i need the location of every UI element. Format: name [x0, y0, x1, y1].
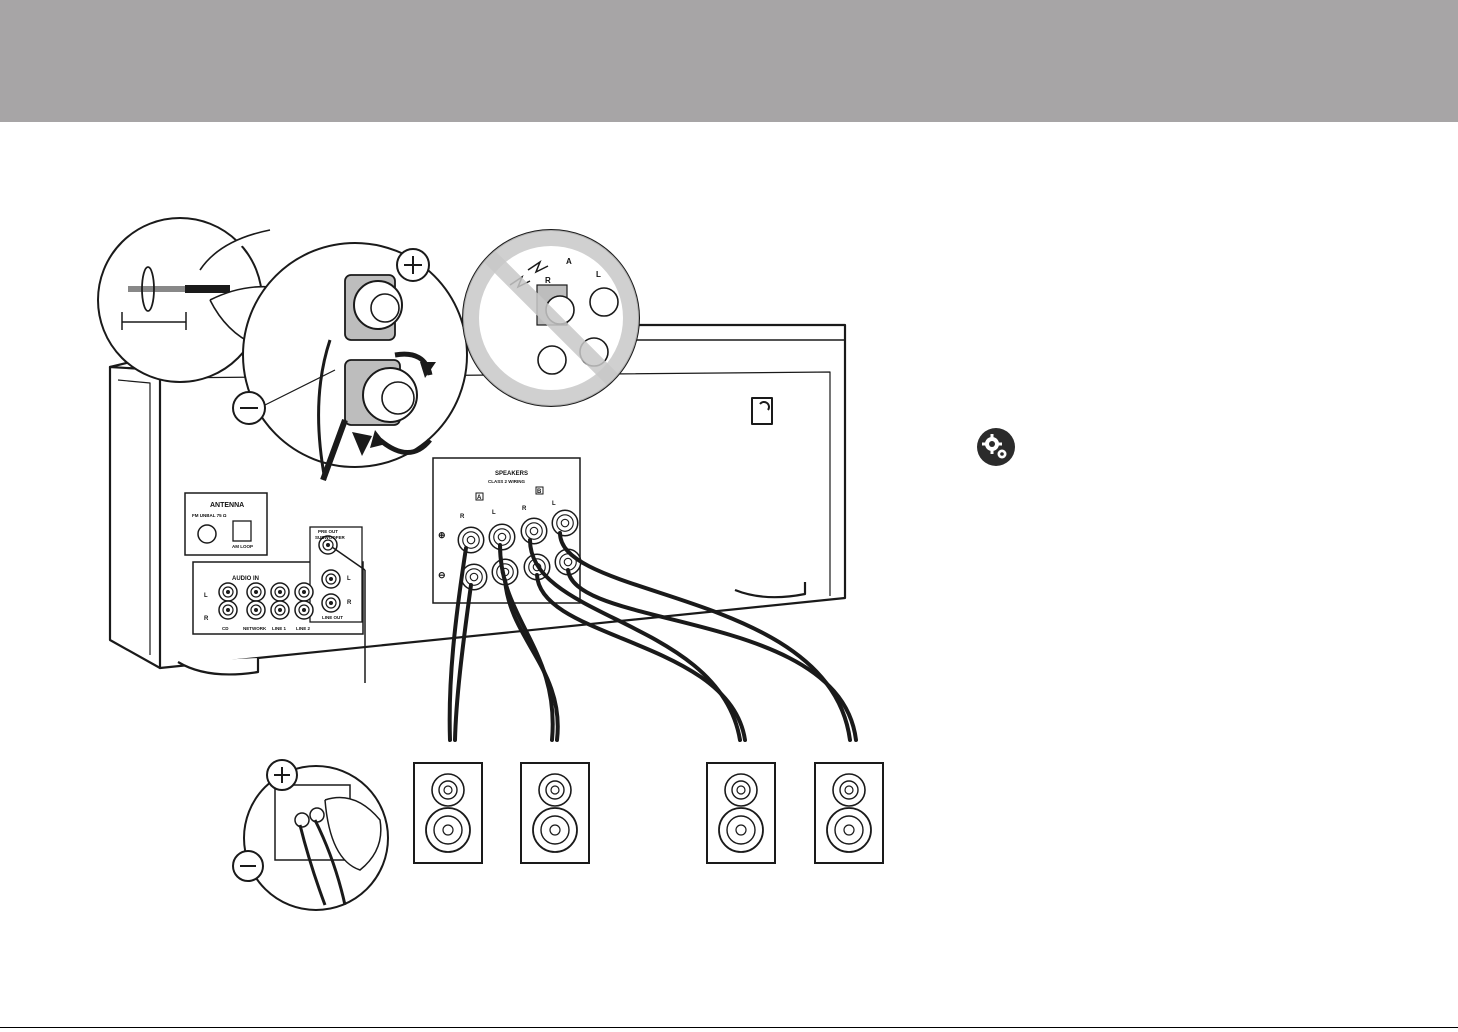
terminal-b-l-plus[interactable]	[552, 510, 578, 536]
speaker-a-right	[414, 763, 482, 863]
speakers-title: SPEAKERS	[495, 471, 528, 477]
terminal-a-r-plus[interactable]	[458, 527, 484, 553]
antenna-panel: ANTENNA FM UNBAL 75 Ω AM LOOP	[185, 493, 267, 555]
wrong-l: L	[596, 270, 601, 279]
audio-in-r: R	[204, 616, 209, 622]
am-loop-terminal[interactable]	[233, 521, 251, 541]
line-out-label: LINE OUT	[322, 615, 343, 620]
minus-icon	[233, 392, 265, 424]
terminal-a-r-minus[interactable]	[461, 564, 487, 590]
wrong-wiring-inset: A R L	[463, 230, 639, 406]
bottom-rule	[0, 1027, 1458, 1028]
speaker-b-right	[707, 763, 775, 863]
speakers-r-b: R	[522, 506, 527, 512]
speakers-l-a: L	[492, 510, 496, 516]
line-out-l: L	[347, 576, 351, 582]
settings-gears-icon	[976, 427, 1016, 467]
speakers-a: A	[477, 495, 482, 501]
speakers-b: B	[537, 489, 542, 495]
speakers-l-b: L	[552, 501, 556, 507]
speaker-b-left	[815, 763, 883, 863]
line-out-r: R	[347, 600, 352, 606]
input-line1: LINE 1	[272, 626, 287, 631]
plus-icon	[397, 249, 429, 281]
speaker-a-left	[521, 763, 589, 863]
speakers-plus: ⊕	[438, 530, 446, 540]
speakers-subtitle: CLASS 2 WIRING	[488, 479, 526, 484]
wrong-r: R	[545, 276, 551, 285]
input-cd: CD	[222, 626, 229, 631]
pre-out-label: PRE OUT	[318, 529, 338, 534]
fm-antenna-jack[interactable]	[198, 525, 216, 543]
antenna-title: ANTENNA	[210, 502, 244, 509]
speakers-r-a: R	[460, 514, 465, 520]
audio-in-title: AUDIO IN	[232, 576, 259, 582]
plus-icon-sub	[267, 760, 297, 790]
audio-in-l: L	[204, 593, 208, 599]
antenna-am-label: AM LOOP	[232, 544, 253, 549]
speakers-minus: ⊖	[438, 570, 446, 580]
wrong-a: A	[566, 257, 572, 266]
subwoofer-label: SUBWOOFER	[315, 535, 345, 540]
input-network: NETWORK	[243, 626, 267, 631]
input-line2: LINE 2	[296, 626, 311, 631]
minus-icon-sub	[233, 851, 263, 881]
subwoofer-plug-inset	[244, 766, 388, 910]
terminal-b-r-plus[interactable]	[521, 518, 547, 544]
antenna-fm-label: FM UNBAL 75 Ω	[192, 513, 227, 518]
